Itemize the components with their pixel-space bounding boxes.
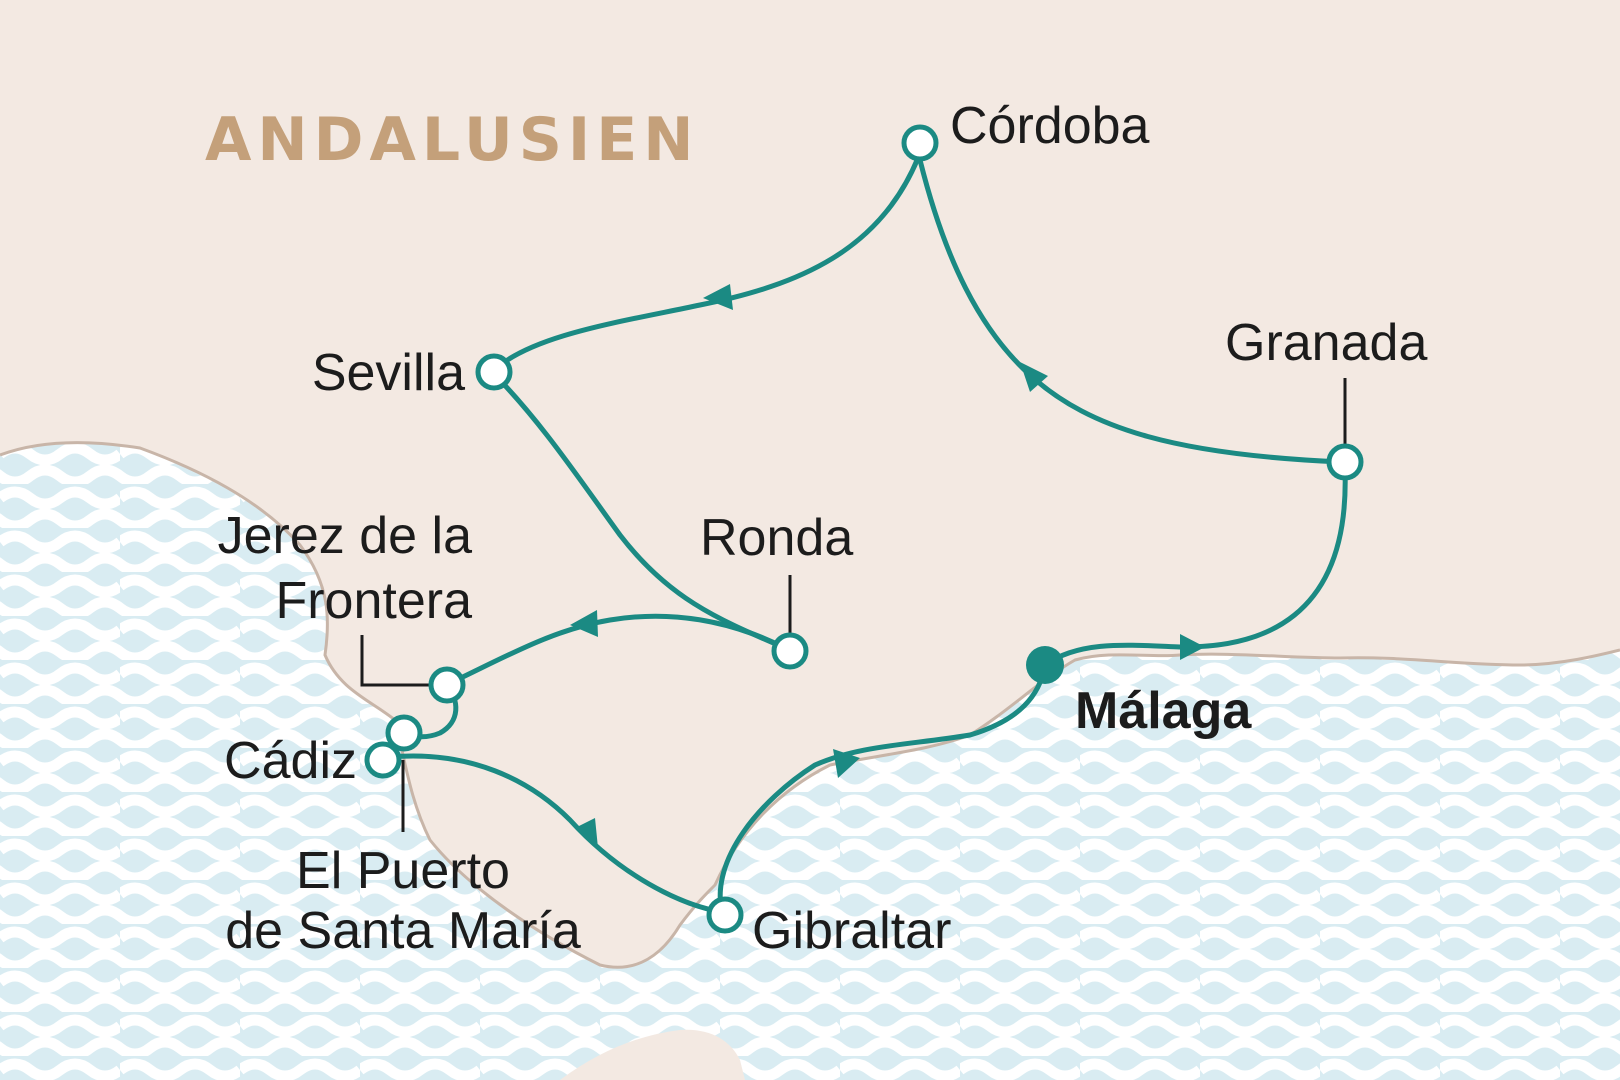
- stop-marker-puerto[interactable]: [385, 714, 423, 752]
- stop-markers: [364, 124, 1364, 934]
- city-label-jerez-line2: Frontera: [275, 572, 472, 630]
- arrow-to-granada-icon: [1180, 634, 1205, 660]
- city-label-puerto-line2: de Santa María: [225, 902, 581, 960]
- city-labels: Córdoba Granada Sevilla Ronda Jerez de l…: [218, 97, 1428, 960]
- africa-coast: [560, 1029, 745, 1080]
- route-arrows: [570, 284, 1205, 848]
- arrow-to-sevilla-icon: [703, 284, 733, 310]
- route-gibraltar-malaga: [717, 662, 1048, 915]
- arrow-to-cordoba-icon: [1020, 362, 1048, 392]
- arrow-to-malaga-icon: [833, 749, 860, 778]
- route-sevilla-ronda: [489, 369, 788, 651]
- city-label-sevilla: Sevilla: [312, 344, 465, 402]
- city-label-jerez-line1: Jerez de la: [218, 507, 472, 565]
- city-label-cordoba: Córdoba: [950, 97, 1150, 155]
- stop-marker-jerez[interactable]: [428, 666, 466, 704]
- route-cadiz-gibraltar: [387, 753, 725, 915]
- route-cordoba-sevilla: [489, 155, 921, 375]
- stop-marker-cordoba[interactable]: [901, 124, 939, 162]
- region-title: ANDALUSIEN: [205, 105, 699, 175]
- start-marker-malaga[interactable]: [1026, 646, 1064, 684]
- stop-marker-sevilla[interactable]: [475, 353, 513, 391]
- coastline: [0, 441, 1620, 969]
- city-label-ronda: Ronda: [700, 509, 853, 567]
- stop-marker-gibraltar[interactable]: [706, 896, 744, 934]
- stop-marker-cadiz[interactable]: [364, 741, 402, 779]
- route-malaga-granada: [1042, 467, 1348, 668]
- label-leader-lines: [360, 378, 1347, 832]
- route-ronda-jerez: [443, 613, 788, 688]
- leader-jerez: [360, 635, 430, 687]
- arrow-to-jerez-icon: [570, 610, 598, 637]
- arrow-to-gibraltar-icon: [575, 818, 598, 848]
- sea-wave-pattern: [0, 442, 1620, 1080]
- stop-marker-ronda[interactable]: [771, 632, 809, 670]
- city-label-gibraltar: Gibraltar: [752, 902, 951, 960]
- stop-marker-granada[interactable]: [1326, 443, 1364, 481]
- city-label-puerto-line1: El Puerto: [296, 842, 510, 900]
- city-label-malaga: Málaga: [1075, 682, 1252, 740]
- city-label-granada: Granada: [1225, 314, 1427, 372]
- city-label-cadiz: Cádiz: [224, 732, 357, 790]
